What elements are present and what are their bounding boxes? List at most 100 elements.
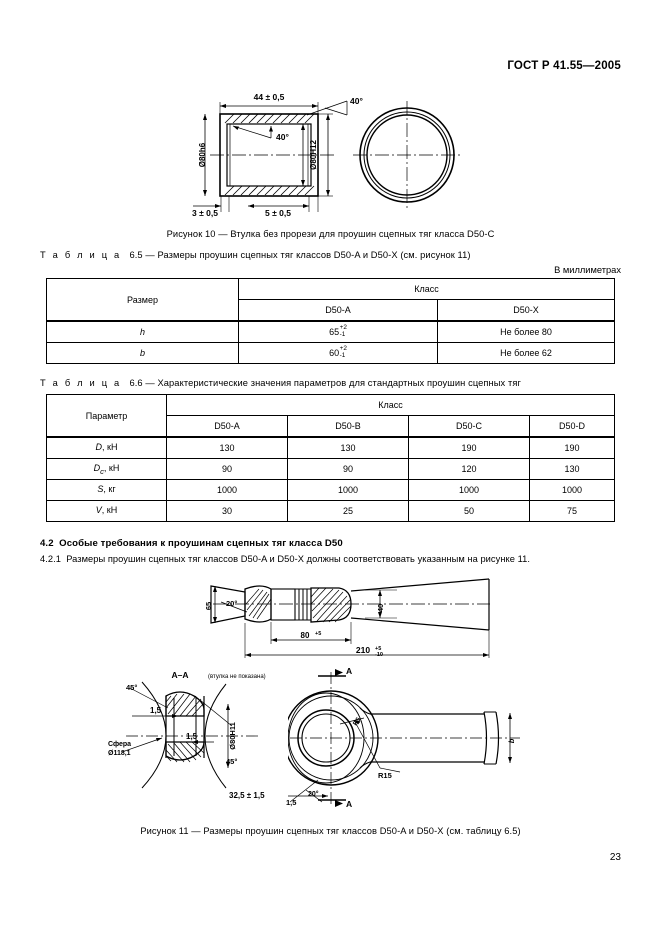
- table-6-6-title-text: — Характеристические значения параметров…: [145, 378, 521, 388]
- fig10-wall-left-label: 3 ± 0,5: [192, 208, 218, 218]
- svg-text:-10: -10: [375, 652, 383, 658]
- fig11-section-step-bottom-label: 1,5: [186, 732, 198, 741]
- table-6-5-header-param: Размер: [46, 278, 239, 322]
- table-6-6-row-3-param-rest: , кН: [101, 504, 118, 515]
- fig11-side-angle-left-label: 20°: [226, 599, 237, 608]
- table-6-6-title: Т а б л и ц а 6.6 — Характеристические з…: [40, 378, 621, 388]
- table-6-5-units-note: В миллиметрах: [554, 265, 621, 275]
- table-6-6-row-1-val-0: 90: [166, 458, 288, 480]
- table-row: D50-A D50-X: [47, 299, 615, 322]
- section-clause-text: Размеры проушин сцепных тяг классов D50-…: [66, 554, 530, 564]
- table-6-6-row-0-val-2: 190: [408, 436, 530, 459]
- table-6-6-row-2-param-rest: , кг: [103, 483, 116, 494]
- table-6-6-class-2: D50-C: [408, 415, 530, 438]
- figure-11-side-view: 40 65 20° 80 +5 210 +5 -10: [205, 578, 490, 658]
- table-row: h 65+2-1 Не более 80: [46, 320, 615, 343]
- fig11-total-length-label: 210 +5 -10: [356, 645, 383, 658]
- table-6-6-row-2-val-1: 1000: [287, 479, 409, 501]
- fig11-sphere-dia-label: Ø118,1: [108, 750, 131, 757]
- table-6-6-row-0-param-italic: D: [95, 441, 103, 452]
- table-6-6-row-2-val-2: 1000: [408, 479, 530, 501]
- fig11-section-step-top-label: 1,5: [150, 706, 162, 715]
- fig10-outer-dia-label: Ø80h6: [198, 142, 207, 167]
- svg-text:210: 210: [356, 645, 370, 655]
- table-6-5-row-0-d50a-base: 65: [329, 326, 340, 337]
- figure-11-plan-view: А А R15 R5 20° b: [288, 668, 520, 809]
- table-6-6: Параметр Класс D50-A D50-B D50-C D50-D D…: [46, 394, 615, 522]
- fig10-wall-right-label: 5 ± 0,5: [265, 208, 291, 218]
- fig11-plan-offset-label: 32,5 ± 1,5: [229, 791, 265, 800]
- table-6-6-row-3-val-1: 25: [287, 500, 409, 522]
- table-6-6-row-1-param-rest: , кН: [103, 462, 120, 473]
- table-row: S, кг 1000 1000 1000 1000: [46, 479, 615, 501]
- table-6-6-row-0-val-0: 130: [166, 436, 288, 459]
- fig10-angle-outer-label: 40°: [350, 96, 363, 106]
- table-6-5-row-0-param: h: [46, 320, 239, 343]
- section-heading-text: Особые требования к проушинам сцепных тя…: [59, 538, 343, 549]
- table-6-5-row-1-d50a: 60+2-1: [238, 342, 438, 364]
- fig11-side-height-left-label: 65: [205, 602, 213, 610]
- table-6-5-row-0-d50a: 65+2-1: [238, 320, 438, 343]
- table-6-6-row-3-param: V, кН: [46, 500, 167, 522]
- figure-10-caption: Рисунок 10 — Втулка без прорези для проу…: [166, 229, 495, 239]
- fig11-section-angle-bottom-label: 45°: [226, 757, 237, 766]
- fig11-shank-height-label: b: [507, 738, 516, 743]
- table-row: Dc, кН 90 90 120 130: [46, 458, 615, 480]
- section-clause-number: 4.2.1: [40, 554, 61, 564]
- table-6-6-header-group: Класс: [166, 394, 615, 416]
- table-6-5-row-1-d50a-base: 60: [329, 347, 340, 358]
- fig11-collar-length-label: 80 +5: [301, 631, 322, 640]
- table-6-5-row-1-param: b: [46, 342, 239, 364]
- fig11-side-height-label: 40: [376, 604, 385, 612]
- table-6-5-number: 6.5: [129, 250, 143, 260]
- table-6-6-class-0: D50-A: [166, 415, 288, 438]
- table-6-5-title: Т а б л и ц а 6.5 — Размеры проушин сцеп…: [40, 250, 621, 260]
- svg-text:+5: +5: [315, 631, 321, 637]
- table-6-6-row-2-val-3: 1000: [529, 479, 615, 501]
- svg-text:80: 80: [301, 631, 310, 640]
- table-6-5: Размер Класс D50-A D50-X h 65+2-1 Не бол…: [46, 278, 615, 364]
- table-6-6-row-2-val-0: 1000: [166, 479, 288, 501]
- table-6-6-row-1-val-1: 90: [287, 458, 409, 480]
- fig11-section-bore-dia-label: Ø80H11: [228, 722, 237, 750]
- table-6-6-row-3-val-2: 50: [408, 500, 530, 522]
- fig11-section-title: А–А: [171, 670, 188, 680]
- table-6-6-row-2-param: S, кг: [46, 479, 167, 501]
- svg-text:+5: +5: [375, 646, 381, 652]
- table-row: Размер Класс: [46, 278, 615, 322]
- fig11-inner-radius-label: R5: [352, 716, 363, 727]
- fig11-section-angle-top-label: 45°: [126, 683, 137, 692]
- table-6-6-header-param: Параметр: [46, 394, 167, 438]
- table-6-5-row-0-d50a-sub: -1: [339, 330, 346, 338]
- section-heading: 4.2 Особые требования к проушинам сцепны…: [40, 538, 343, 549]
- page-number: 23: [609, 852, 621, 863]
- table-6-6-row-1-val-2: 120: [408, 458, 530, 480]
- table-6-6-row-1-param-sub: c: [100, 466, 104, 476]
- table-6-6-class-3: D50-D: [529, 415, 615, 438]
- table-6-6-row-1-val-3: 130: [529, 458, 615, 480]
- table-row: Параметр Класс: [46, 394, 615, 438]
- fig11-section-mark-bottom: А: [346, 799, 352, 809]
- table-6-6-title-prefix: Т а б л и ц а: [40, 378, 122, 388]
- table-6-5-class-1: D50-X: [437, 299, 615, 322]
- table-row: D50-A D50-B D50-C D50-D: [47, 415, 615, 438]
- figure-11-caption: Рисунок 11 — Размеры проушин сцепных тяг…: [140, 826, 521, 836]
- table-row: b 60+2-1 Не более 62: [46, 342, 615, 364]
- table-6-6-number: 6.6: [129, 378, 143, 388]
- table-6-6-row-2-param-italic: S: [97, 483, 104, 494]
- section-clause: 4.2.1 Размеры проушин сцепных тяг классо…: [40, 554, 530, 564]
- table-6-6-row-0-val-3: 190: [529, 436, 615, 459]
- fig11-plan-thickness-label: 1,5: [286, 798, 297, 807]
- table-6-6-row-1-param: Dc, кН: [46, 458, 167, 480]
- fig11-radius-label: R15: [378, 771, 392, 780]
- table-6-6-row-3-val-0: 30: [166, 500, 288, 522]
- table-6-5-header-group: Класс: [238, 278, 615, 300]
- table-6-5-row-0-d50a-sup: +2: [339, 324, 347, 332]
- fig11-section-mark-top: А: [346, 668, 352, 676]
- table-6-6-row-0-param: D, кН: [46, 436, 167, 459]
- table-6-5-row-1-d50a-sub: -1: [339, 351, 346, 359]
- table-6-5-row-1-d50a-sup: +2: [339, 345, 347, 353]
- fig10-width-label: 44 ± 0,5: [254, 92, 285, 102]
- fig11-plan-angle-label: 20°: [308, 790, 319, 798]
- fig11-section-title-note: (втулка не показана): [208, 674, 266, 680]
